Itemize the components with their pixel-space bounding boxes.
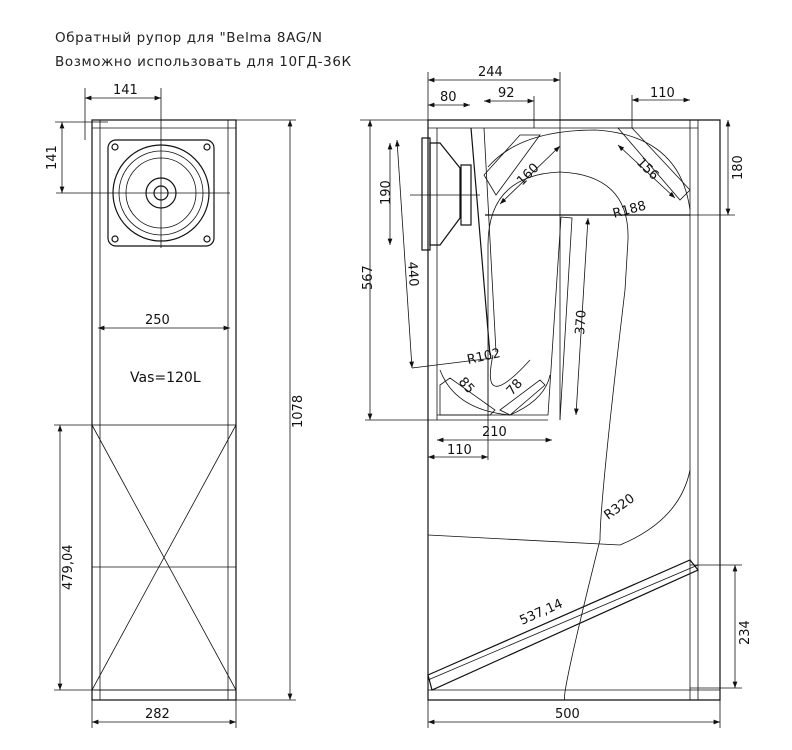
side-view: 244 80 92 110 180 567 190 440 370 210 11…	[360, 65, 753, 728]
front-cabinet-outline	[91, 119, 237, 701]
side-cabinet-outline	[427, 119, 721, 701]
radius-r320: R320	[602, 491, 638, 523]
dim-speaker-width: 141	[113, 83, 138, 98]
dim-210: 210	[482, 425, 507, 440]
dim-370: 370	[573, 309, 590, 335]
dim-156: 156	[633, 155, 661, 183]
dim-110-bottom: 110	[447, 443, 472, 458]
front-view: 141 141 250 Vas=120L 1078 479,04 282	[45, 83, 306, 728]
dim-85: 85	[455, 375, 477, 397]
dim-180: 180	[731, 155, 746, 180]
dim-lower-section: 479,04	[61, 545, 76, 591]
dim-500: 500	[555, 707, 580, 722]
dim-537: 537,14	[518, 596, 566, 628]
title-line-2: Возможно использовать для 10ГД-36К	[55, 54, 352, 70]
dim-92: 92	[498, 86, 515, 101]
dim-110-top: 110	[650, 86, 675, 101]
dim-outer-width: 282	[145, 707, 170, 722]
dim-height: 1078	[291, 395, 306, 428]
vas-label: Vas=120L	[130, 370, 201, 386]
radius-r188: R188	[611, 199, 648, 222]
radius-r102: R102	[466, 346, 502, 368]
dim-440: 440	[404, 261, 421, 287]
speaker-driver-side	[410, 137, 480, 251]
dim-inner-width: 250	[145, 313, 170, 328]
dim-78: 78	[504, 376, 526, 398]
dim-190: 190	[379, 180, 394, 205]
dim-244: 244	[478, 65, 503, 80]
dim-567: 567	[361, 265, 376, 290]
title-line-1: Обратный рупор для "Belma 8AG/N	[55, 30, 323, 46]
dim-234: 234	[738, 620, 753, 645]
dim-80: 80	[440, 90, 457, 105]
dim-speaker-height: 141	[45, 145, 60, 170]
